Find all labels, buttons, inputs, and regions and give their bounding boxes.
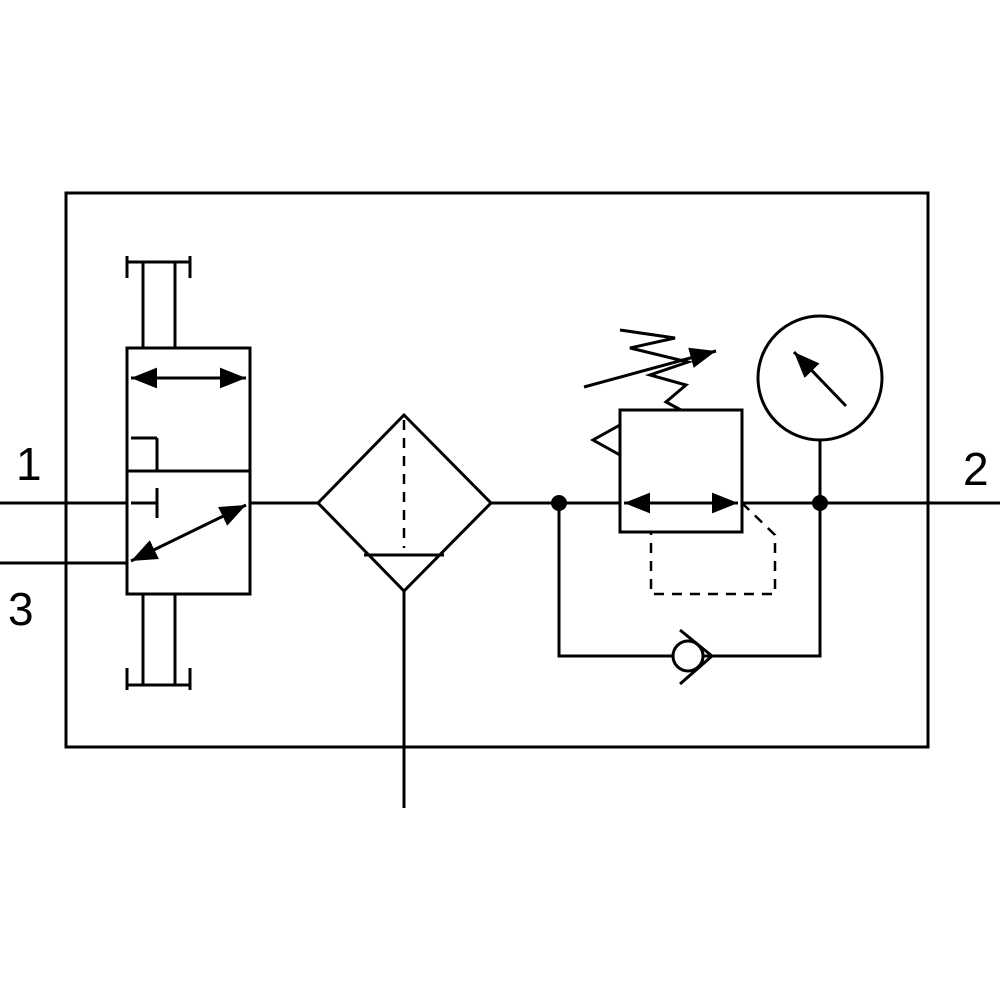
bypass-check-valve xyxy=(557,503,822,686)
unit-enclosure xyxy=(64,191,930,749)
valve-lower-square xyxy=(125,469,252,596)
adjust-arrow-icon xyxy=(583,347,717,389)
valve-upper-square xyxy=(125,346,252,473)
check-valve-seat xyxy=(679,628,715,686)
diagonal-arrow-icon xyxy=(130,503,247,563)
port-1-label: 1 xyxy=(16,438,42,490)
pilot-line-dashed xyxy=(649,502,777,596)
shutoff-valve xyxy=(125,256,252,690)
adjustable-spring-icon xyxy=(619,328,694,412)
gauge-needle-icon xyxy=(792,350,848,408)
port-3-label: 3 xyxy=(8,583,34,635)
pressure-gauge xyxy=(756,314,884,503)
filter-drain xyxy=(315,412,494,808)
pressure-regulator xyxy=(583,328,777,596)
check-valve-ball xyxy=(671,639,705,673)
pilot-triangle-icon xyxy=(589,423,621,457)
regulator-body xyxy=(618,408,744,534)
port-2-label: 2 xyxy=(963,443,989,495)
gauge-dial xyxy=(756,314,884,442)
